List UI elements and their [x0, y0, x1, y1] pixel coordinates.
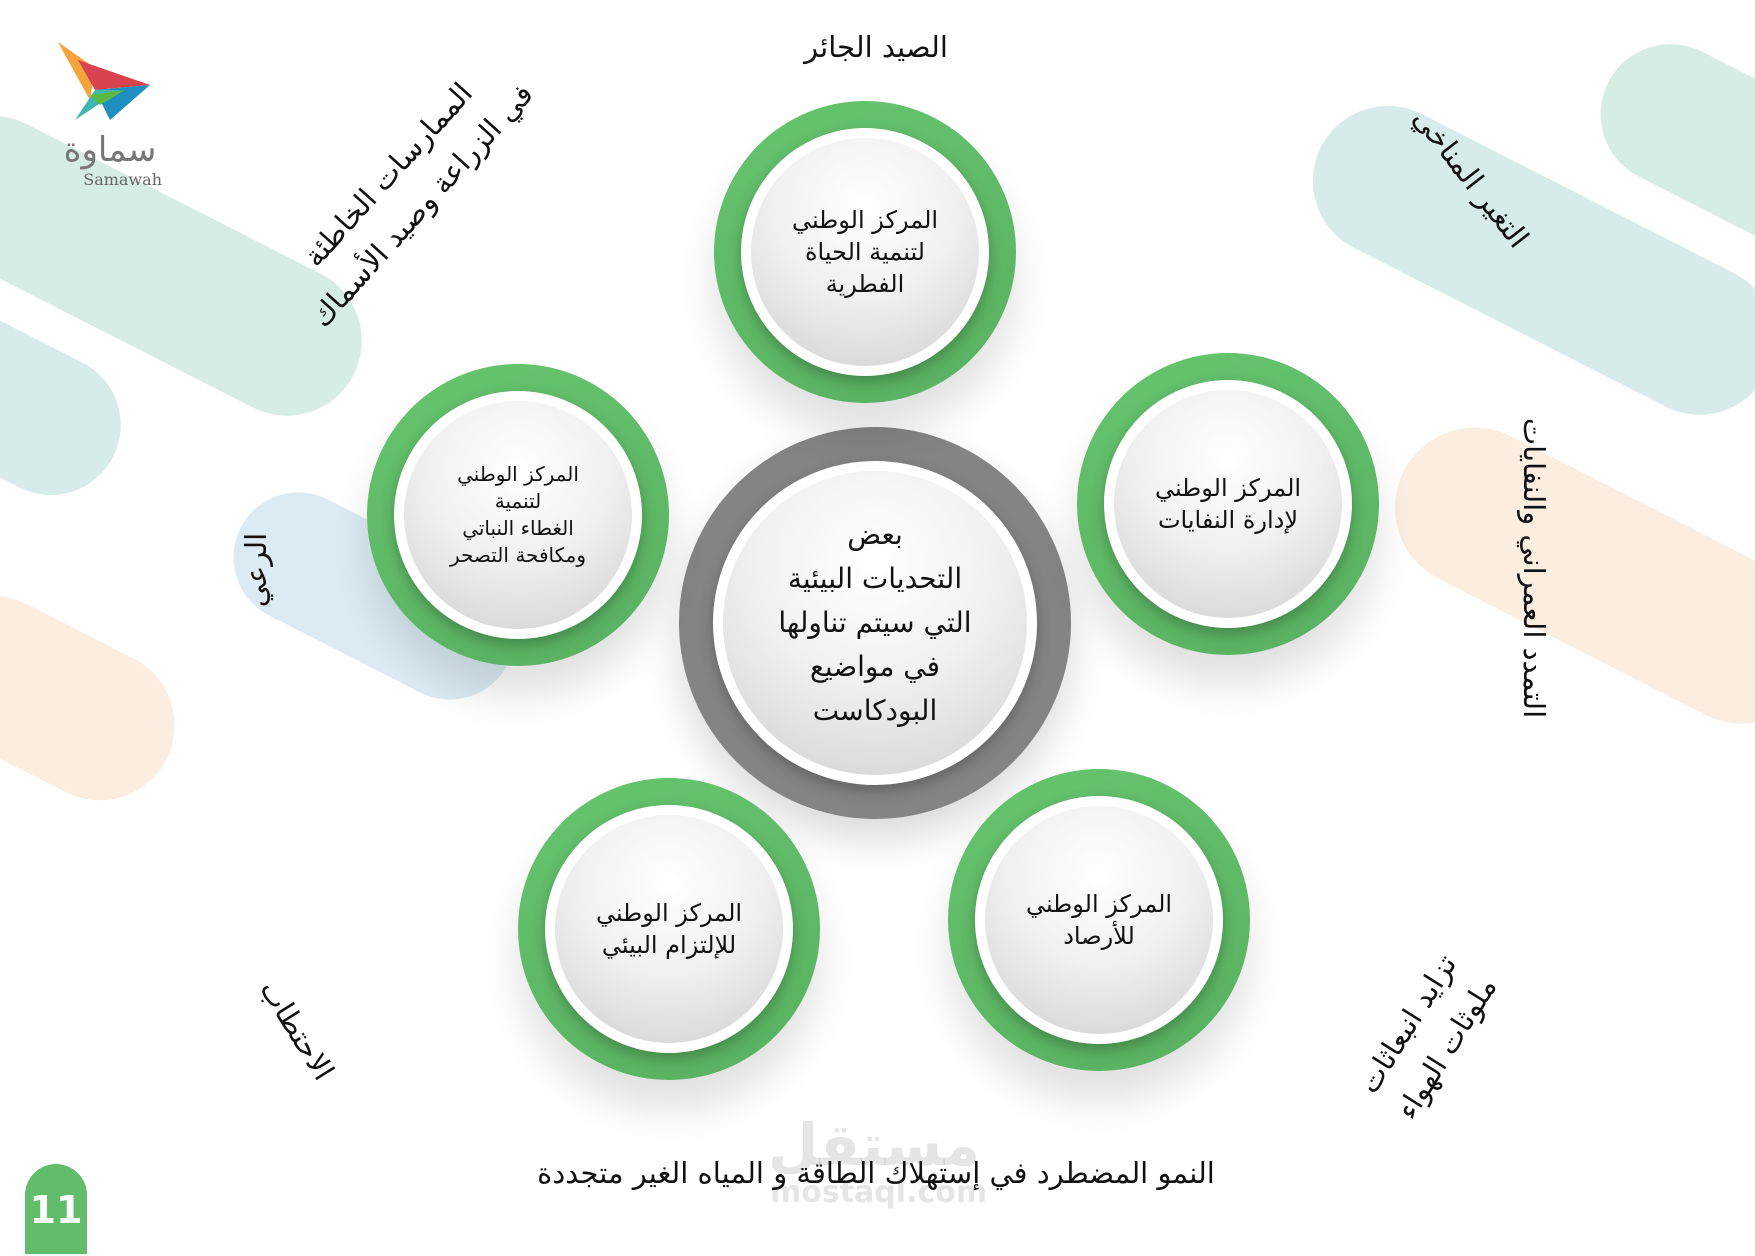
center-label: المركز الوطني للإلتزام البيئي	[555, 815, 783, 1043]
center-label: المركز الوطني لتنمية الحياة الفطرية	[751, 138, 979, 366]
vegetation-center-circle: المركز الوطني لتنمية الغطاء النباتي ومكا…	[367, 364, 669, 666]
label-consumption: النمو المضطرد في إستهلاك الطاقة و المياه…	[537, 1156, 1215, 1190]
brand-name-en: Samawah	[83, 170, 162, 189]
center-label: المركز الوطني لإدارة النفايات	[1114, 390, 1342, 618]
center-label: المركز الوطني لتنمية الغطاء النباتي ومكا…	[404, 401, 632, 629]
waste-center-circle: المركز الوطني لإدارة النفايات	[1077, 353, 1379, 655]
label-urban-sprawl: التمدد العمراني والنفايات	[1517, 417, 1551, 719]
center-topic-text: بعض التحديات البيئية التي سيتم تناولها ف…	[723, 471, 1027, 775]
brand-logo: سماوة Samawah	[50, 40, 170, 200]
label-overfishing: الصيد الجائر	[804, 30, 948, 64]
wildlife-center-circle: المركز الوطني لتنمية الحياة الفطرية	[714, 101, 1016, 403]
page-number: 11	[29, 1188, 83, 1232]
label-grazing: الرعي	[239, 532, 273, 608]
label-bad-practices: الممارسات الخاطئة في الزراعة وصيد الأسما…	[296, 76, 540, 334]
decor-band	[1367, 400, 1755, 752]
label-logging: الاحتطاب	[253, 973, 341, 1087]
brand-name-ar: سماوة	[63, 130, 157, 170]
page-number-badge: 11	[25, 1164, 87, 1254]
watermark: مستقل mostaql.com	[767, 1111, 988, 1210]
center-topic-circle: بعض التحديات البيئية التي سيتم تناولها ف…	[679, 427, 1071, 819]
label-air-pollution: تزايد انبعاثات ملوثات الهواء	[1351, 948, 1504, 1126]
center-label: المركز الوطني للأرصاد	[985, 806, 1213, 1034]
decor-band	[0, 570, 201, 827]
compliance-center-circle: المركز الوطني للإلتزام البيئي	[518, 778, 820, 1080]
logo-arrow-icon	[58, 42, 150, 120]
meteorology-center-circle: المركز الوطني للأرصاد	[948, 769, 1250, 1071]
